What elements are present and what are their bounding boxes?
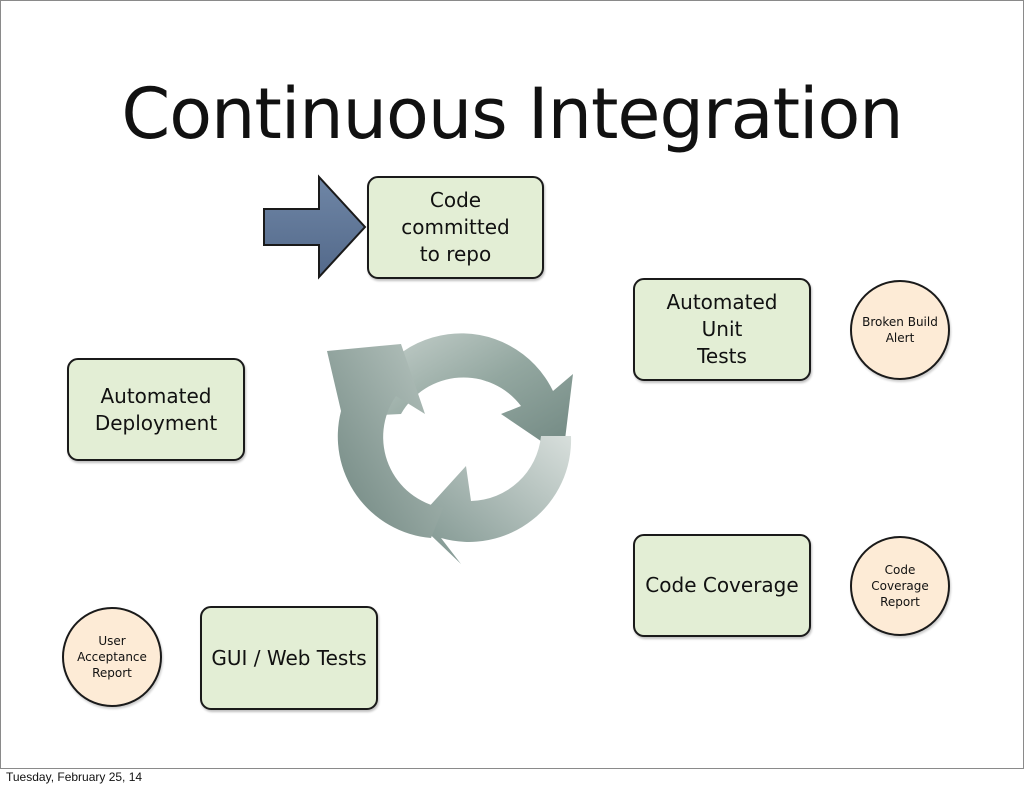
output-user-acceptance-report: User Acceptance Report [62,607,162,707]
slide-title: Continuous Integration [121,73,903,155]
step-automated-unit-tests: Automated Unit Tests [633,278,811,381]
step-code-coverage: Code Coverage [633,534,811,637]
step-code-committed: Code committed to repo [367,176,544,279]
output-code-coverage-report: Code Coverage Report [850,536,950,636]
cycle-arrows-icon [327,333,573,564]
right-arrow-icon [263,174,367,280]
step-gui-web-tests: GUI / Web Tests [200,606,378,710]
output-broken-build-alert: Broken Build Alert [850,280,950,380]
step-automated-deployment: Automated Deployment [67,358,245,461]
footer-date: Tuesday, February 25, 14 [6,770,143,784]
slide: Continuous Integration [0,0,1024,769]
